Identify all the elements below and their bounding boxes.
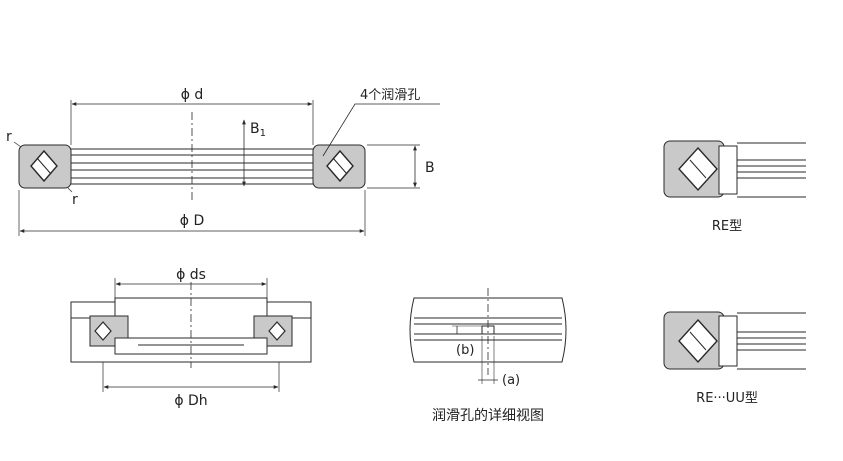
radius-label-top: r <box>6 129 12 145</box>
lube-holes-note: 4个润滑孔 <box>360 88 420 103</box>
dim-phi-d: ϕ d <box>181 87 204 103</box>
dim-phi-ds: ϕ ds <box>176 267 206 283</box>
dim-phi-Dh: ϕ Dh <box>174 393 207 409</box>
right-roller <box>326 149 354 183</box>
detail-caption: 润滑孔的详细视图 <box>432 407 544 424</box>
dim-phi-D: ϕ D <box>180 213 204 229</box>
main-section-view <box>13 100 440 236</box>
dim-B: B <box>425 160 435 176</box>
left-roller <box>30 149 58 183</box>
detail-label-a: (a) <box>502 373 520 388</box>
lube-hole-detail <box>409 288 567 384</box>
housing-view <box>70 278 312 392</box>
radius-label-bottom: r <box>72 192 78 208</box>
variant-re-uu-drawing <box>663 311 806 370</box>
dim-B1: B1 <box>250 121 266 139</box>
variant-re-drawing <box>663 140 806 198</box>
detail-label-b: (b) <box>456 343 474 358</box>
variant-re-caption: RE型 <box>712 219 742 234</box>
variant-re-uu-caption: RE···UU型 <box>696 391 758 406</box>
